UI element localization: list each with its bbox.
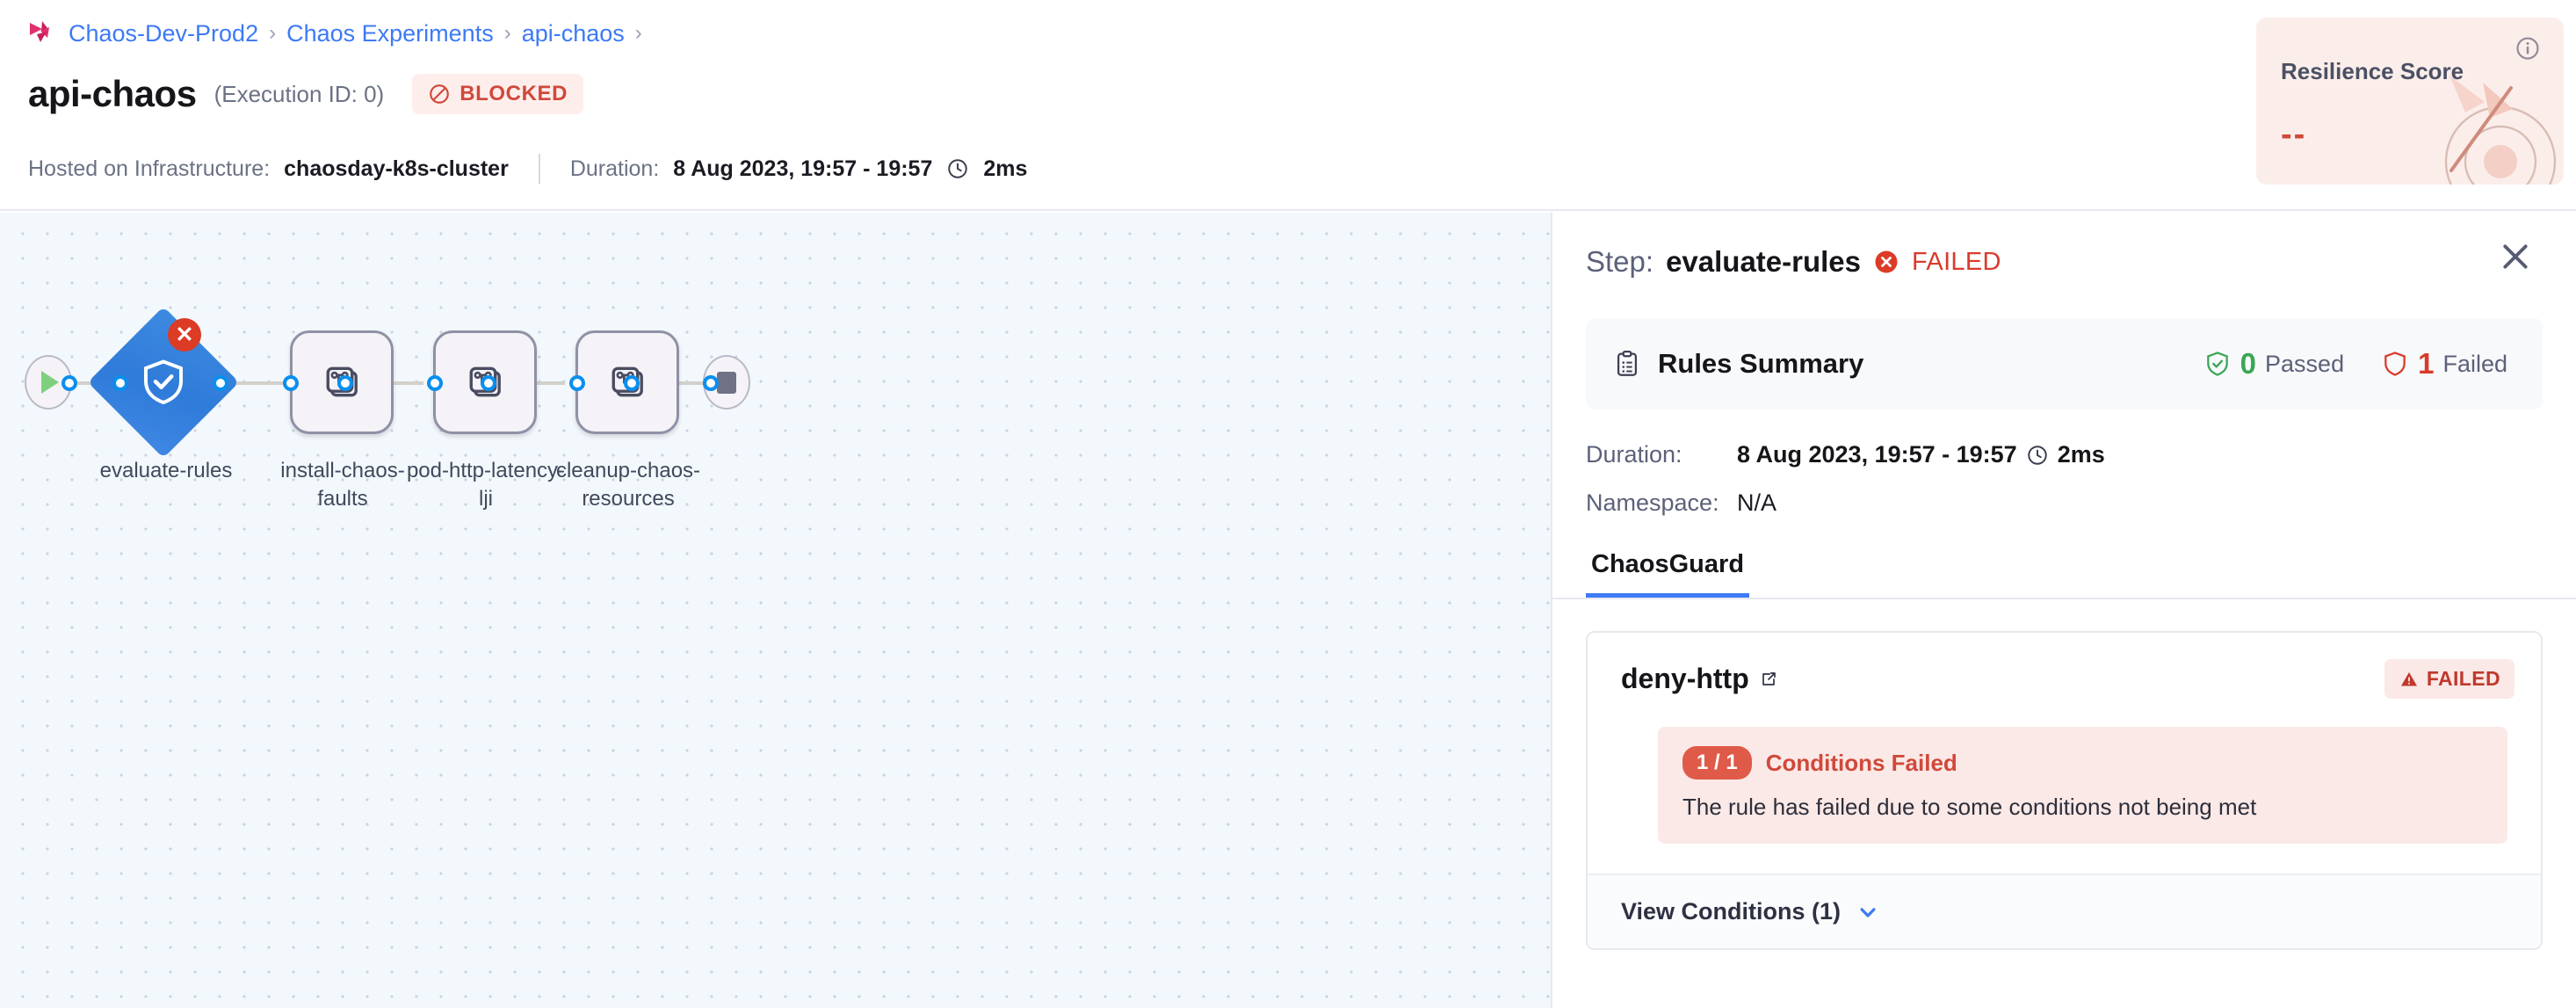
rules-passed-stat: 0 Passed	[2203, 347, 2344, 381]
rules-failed-label: Failed	[2442, 350, 2507, 377]
clock-icon	[2027, 445, 2047, 465]
meta-divider	[538, 154, 540, 184]
panel-title: Step: evaluate-rules FAILED	[1586, 245, 2001, 279]
breadcrumb: Chaos-Dev-Prod2 › Chaos Experiments › ap…	[28, 19, 642, 47]
breadcrumb-item-1[interactable]: Chaos Experiments	[286, 19, 494, 47]
detail-key-namespace: Namespace:	[1586, 489, 1719, 516]
title-row: api-chaos (Execution ID: 0) BLOCKED	[28, 73, 584, 115]
execution-id: (Execution ID: 0)	[213, 80, 385, 107]
pod-http-latency-lji-output-port[interactable]	[481, 375, 496, 391]
close-icon[interactable]	[2495, 236, 2536, 277]
detail-value-duration: 8 Aug 2023, 19:57 - 19:57 2ms	[1737, 441, 2105, 468]
rule-status-badge: FAILED	[2384, 659, 2514, 699]
header-meta: Hosted on Infrastructure: chaosday-k8s-c…	[28, 154, 1027, 184]
edge-evaluate-to-install	[218, 381, 288, 385]
start-node[interactable]	[25, 355, 72, 410]
panel-step-name: evaluate-rules	[1666, 245, 1862, 278]
detail-key-duration: Duration:	[1586, 441, 1682, 468]
chevron-down-icon[interactable]	[1855, 899, 1881, 925]
page-title: api-chaos	[28, 73, 197, 114]
rules-failed-stat: 1 Failed	[2381, 347, 2507, 381]
rule-name: deny-http	[1621, 663, 1749, 694]
step-details-panel: Step: evaluate-rules FAILED Rules Summar…	[1551, 213, 2576, 1008]
shield-outline-icon	[2384, 352, 2406, 376]
panel-step-prefix: Step:	[1586, 245, 1654, 278]
harness-chaos-logo-icon	[30, 21, 49, 42]
clipboard-list-icon	[1617, 350, 1638, 376]
panel-tabs: ChaosGuard	[1552, 538, 2576, 599]
start-node-output-port[interactable]	[62, 375, 77, 391]
rules-summary-card: Rules Summary 0 Passed 1 Failed	[1586, 318, 2543, 410]
view-conditions-toggle[interactable]: View Conditions (1)	[1588, 874, 2541, 948]
pod-http-latency-lji-input-port[interactable]	[427, 375, 443, 391]
page-header: Chaos-Dev-Prod2 › Chaos Experiments › ap…	[0, 0, 2576, 211]
rules-passed-label: Passed	[2265, 350, 2345, 377]
detail-duration-ms: 2ms	[2057, 441, 2105, 468]
tab-chaosguard[interactable]: ChaosGuard	[1586, 538, 1750, 598]
install-chaos-faults-input-port[interactable]	[283, 375, 299, 391]
evaluate-rules-error-badge: ✕	[168, 318, 201, 352]
node-label-pod-http-latency-lji: pod-http-latency-lji	[406, 459, 566, 511]
duration-value: 8 Aug 2023, 19:57 - 19:57	[673, 156, 933, 181]
node-label-cleanup-chaos-resources: cleanup-chaos-resources	[555, 459, 701, 511]
clock-icon	[948, 159, 968, 178]
pipeline-canvas[interactable]: ✕ evaluate-rules install-chaos-faults po…	[0, 213, 1551, 1008]
rules-passed-count: 0	[2240, 347, 2257, 380]
panel-step-status: FAILED	[1912, 247, 2001, 276]
warning-triangle-icon	[2400, 671, 2417, 685]
play-icon	[41, 371, 59, 394]
conditions-failed-alert: 1 / 1 Conditions Failed The rule has fai…	[1658, 727, 2507, 844]
shield-check-icon	[2206, 352, 2228, 376]
external-link-icon[interactable]	[1758, 669, 1779, 690]
rule-name-group: deny-http	[1621, 663, 1779, 695]
evaluate-rules-output-port[interactable]	[213, 375, 228, 391]
info-circle-icon[interactable]	[2514, 35, 2541, 62]
x-circle-icon	[1875, 250, 1898, 273]
status-badge-label: BLOCKED	[459, 82, 568, 105]
install-chaos-faults-output-port[interactable]	[337, 375, 353, 391]
breadcrumb-separator: ›	[503, 21, 511, 45]
conditions-failed-description: The rule has failed due to some conditio…	[1682, 794, 2257, 820]
conditions-failed-count: 1 / 1	[1682, 746, 1752, 780]
blocked-circle-icon	[430, 84, 450, 104]
breadcrumb-item-0[interactable]: Chaos-Dev-Prod2	[69, 19, 259, 47]
status-badge-blocked: BLOCKED	[412, 74, 584, 114]
rules-summary-title: Rules Summary	[1658, 348, 1864, 379]
node-label-install-chaos-faults: install-chaos-faults	[280, 459, 405, 511]
breadcrumb-separator-trailing: ›	[634, 21, 642, 45]
view-conditions-label: View Conditions (1)	[1621, 898, 1842, 925]
target-dartboard-arrow-icon	[2444, 76, 2557, 185]
resilience-score-card: Resilience Score --	[2256, 18, 2564, 185]
duration-ms: 2ms	[983, 156, 1028, 181]
shield-check-icon	[144, 359, 183, 405]
step-details-list: Duration: 8 Aug 2023, 19:57 - 19:57 2ms …	[1586, 441, 2576, 517]
node-install-chaos-faults[interactable]	[290, 330, 394, 434]
conditions-failed-title: Conditions Failed	[1765, 749, 1957, 776]
resilience-score-value: --	[2281, 116, 2307, 153]
cleanup-chaos-resources-output-port[interactable]	[624, 375, 640, 391]
duration-label: Duration:	[569, 156, 660, 181]
rules-failed-count: 1	[2418, 347, 2435, 380]
resilience-score-title: Resilience Score	[2281, 58, 2464, 84]
rule-card-header: deny-http FAILED	[1588, 633, 2541, 704]
evaluate-rules-input-port[interactable]	[112, 375, 128, 391]
detail-row-duration: Duration: 8 Aug 2023, 19:57 - 19:57 2ms	[1586, 441, 2576, 468]
cleanup-chaos-resources-input-port[interactable]	[569, 375, 585, 391]
infra-label: Hosted on Infrastructure:	[28, 156, 271, 181]
node-label-evaluate-rules: evaluate-rules	[99, 459, 233, 482]
rule-card-deny-http: deny-http FAILED 1 / 1 Conditions Failed	[1586, 631, 2543, 950]
breadcrumb-separator: ›	[269, 21, 277, 45]
detail-row-namespace: Namespace: N/A	[1586, 489, 2576, 517]
stop-square-icon	[717, 371, 736, 394]
end-node-input-port[interactable]	[703, 375, 719, 391]
infra-value: chaosday-k8s-cluster	[284, 156, 509, 181]
detail-duration-text: 8 Aug 2023, 19:57 - 19:57	[1737, 441, 2017, 468]
rule-status-label: FAILED	[2426, 667, 2500, 690]
panel-header: Step: evaluate-rules FAILED	[1552, 213, 2576, 311]
detail-value-namespace: N/A	[1737, 489, 1777, 516]
breadcrumb-item-2[interactable]: api-chaos	[521, 19, 625, 47]
